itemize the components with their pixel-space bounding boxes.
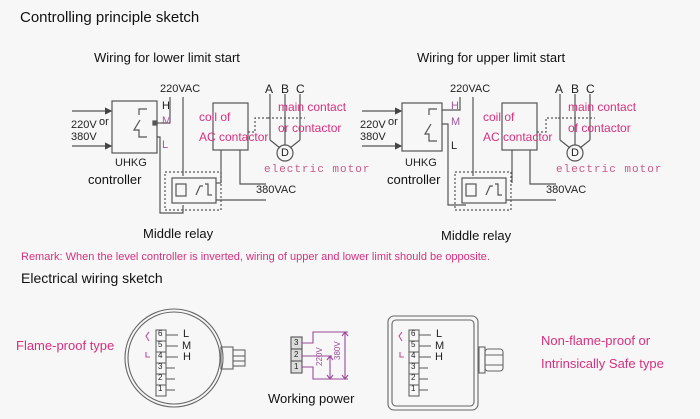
upper-supply-bottom: 380VAC xyxy=(546,184,587,196)
upper-controller-label: controller xyxy=(387,172,441,187)
upper-phase-c: C xyxy=(586,82,595,96)
nonflame-term-h: H xyxy=(435,351,443,363)
upper-term-m: M xyxy=(451,116,461,128)
lower-term-l: L xyxy=(162,139,169,151)
nonflame-terminal: 1 xyxy=(411,384,416,393)
lower-controller-box xyxy=(111,100,158,154)
lower-motor-symbol: D xyxy=(281,147,289,159)
lower-supply-top: 220VAC xyxy=(160,83,201,95)
flameproof-label: Flame-proof type xyxy=(16,338,115,353)
upper-title: Wiring for upper limit start xyxy=(417,50,566,65)
upper-coil-line1: coil of xyxy=(483,110,515,124)
lower-coil-box xyxy=(212,102,249,151)
upper-diagram xyxy=(362,94,595,211)
power-terminal: 2 xyxy=(294,350,299,359)
flameproof-term-h: H xyxy=(183,351,191,363)
lower-main-contact1: main contact xyxy=(278,100,347,114)
power-terminal: 1 xyxy=(294,362,299,371)
flameproof-terminal: 3 xyxy=(158,362,163,371)
heading-electrical: Electrical wiring sketch xyxy=(21,270,163,286)
upper-main-contact2: of contactor xyxy=(568,121,631,135)
lower-input-v2: 380V xyxy=(71,131,97,143)
upper-phase-a: A xyxy=(555,82,564,96)
power-terminal: 3 xyxy=(294,338,299,347)
nonflame-terminal: 4 xyxy=(411,351,416,360)
upper-input-v1: 220V xyxy=(360,119,386,131)
lower-coil-line1: coil of xyxy=(199,110,231,124)
lower-supply-bottom: 380VAC xyxy=(256,184,297,196)
upper-motor-symbol: D xyxy=(571,147,579,159)
lower-main-contact2: or contactor xyxy=(278,121,342,135)
upper-motor-label: electric motor xyxy=(556,164,663,176)
lower-diagram xyxy=(72,94,305,214)
nonflame-term-m: M xyxy=(435,340,445,352)
power-380v: 380V xyxy=(333,341,342,360)
flameproof-terminal: 2 xyxy=(158,373,163,382)
lower-motor-label: electric motor xyxy=(264,164,371,176)
flameproof-terminal: 5 xyxy=(158,340,163,349)
flameproof-term-m: M xyxy=(182,340,192,352)
flameproof-enclosure xyxy=(124,308,246,408)
nonflame-terminal: 5 xyxy=(411,340,416,349)
upper-main-contact1: main contact xyxy=(568,100,637,114)
upper-motor-circle xyxy=(566,144,584,162)
upper-phase-b: B xyxy=(571,82,580,96)
upper-term-l: L xyxy=(451,140,458,152)
nonflame-terminal: 3 xyxy=(411,362,416,371)
flameproof-term-l: L xyxy=(183,328,190,340)
nonflame-terminal: 2 xyxy=(411,373,416,382)
nonflame-label2: Intrinsically Safe type xyxy=(541,356,664,371)
nonflame-label1: Non-flame-proof or xyxy=(541,333,651,348)
upper-model: UHKG xyxy=(405,157,437,169)
lower-phase-a: A xyxy=(265,82,274,96)
lower-controller-label: controller xyxy=(88,172,142,187)
flameproof-terminal: 4 xyxy=(158,351,163,360)
nonflame-enclosure xyxy=(387,315,504,411)
lower-input-or: or xyxy=(99,116,109,128)
upper-coil-line2: AC contactor xyxy=(483,130,553,144)
lower-model: UHKG xyxy=(115,157,147,169)
heading-controlling: Controlling principle sketch xyxy=(20,9,200,26)
lower-phase-c: C xyxy=(296,82,305,96)
flameproof-terminal: 6 xyxy=(158,329,163,338)
remark-text: Remark: When the level controller is inv… xyxy=(21,251,490,263)
upper-relay-label: Middle relay xyxy=(441,228,512,243)
lower-relay-label: Middle relay xyxy=(143,226,214,241)
lower-term-m: M xyxy=(162,115,172,127)
upper-input-v2: 380V xyxy=(360,131,386,143)
upper-supply-top: 220VAC xyxy=(450,83,491,95)
upper-coil-box xyxy=(501,102,538,151)
flameproof-terminal: 1 xyxy=(158,384,163,393)
working-power-label: Working power xyxy=(268,391,355,406)
lower-phase-b: B xyxy=(281,82,290,96)
lower-coil-line2: AC contactor xyxy=(199,130,269,144)
upper-input-or: or xyxy=(388,116,398,128)
upper-controller-box xyxy=(401,102,443,152)
working-power-block xyxy=(290,331,349,380)
lower-motor-circle xyxy=(276,144,294,162)
lower-term-h: H xyxy=(162,100,170,112)
upper-term-h: H xyxy=(451,100,459,112)
power-220v: 220V xyxy=(315,347,324,366)
lower-input-v1: 220V xyxy=(71,119,97,131)
nonflame-term-l: L xyxy=(436,328,443,340)
nonflame-terminal: 6 xyxy=(411,329,416,338)
lower-title: Wiring for lower limit start xyxy=(94,50,240,65)
